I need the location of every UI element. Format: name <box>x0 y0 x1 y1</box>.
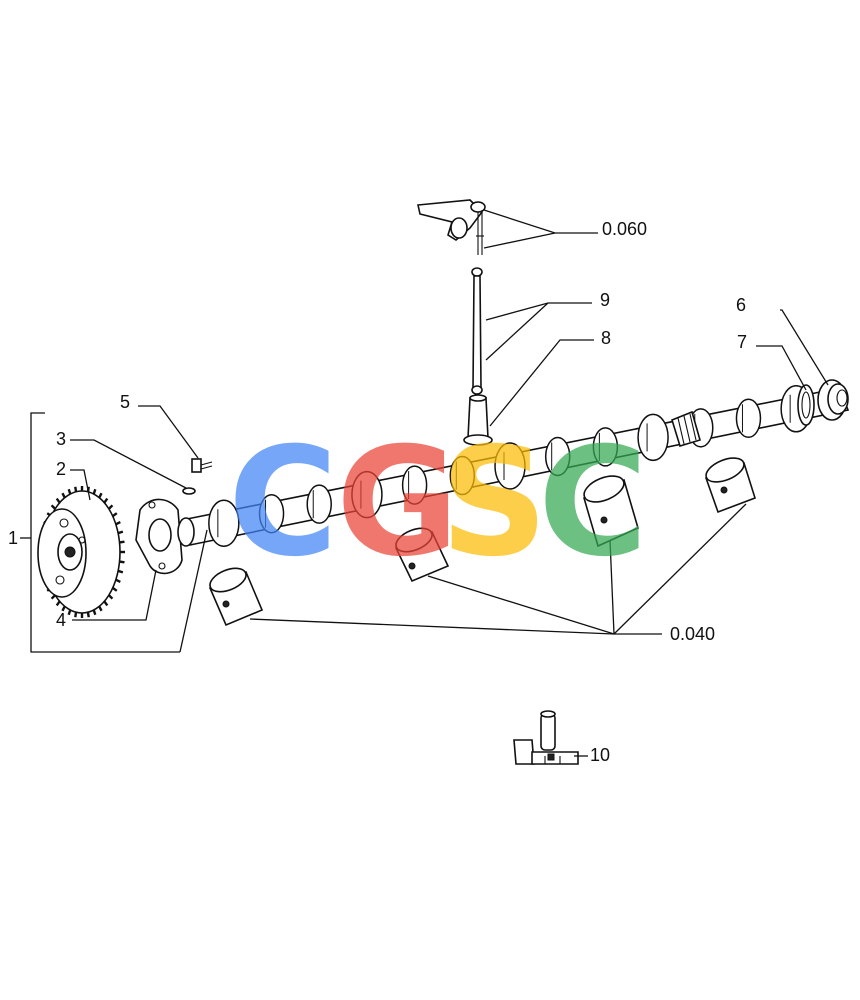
camshaft-lobe <box>306 484 332 524</box>
gear-tooth <box>50 504 56 510</box>
tool-part-10 <box>513 710 579 765</box>
gear-tooth <box>108 594 114 600</box>
label-0060: 0.060 <box>602 219 648 239</box>
label-9: 9 <box>600 290 611 310</box>
label-3: 3 <box>56 429 67 449</box>
bolt <box>191 458 213 473</box>
camshaft-lobe <box>544 436 571 477</box>
drive-gear <box>671 410 701 447</box>
bushing-1 <box>208 567 264 627</box>
label-7: 7 <box>737 332 748 352</box>
bushing-3 <box>583 475 639 548</box>
bushing-2 <box>394 527 450 583</box>
camshaft-journal <box>494 442 526 490</box>
leader-lines <box>70 209 829 757</box>
camshaft-lobe <box>735 398 762 439</box>
tappet <box>463 394 493 446</box>
label-1: 1 <box>8 528 19 548</box>
label-6: 6 <box>736 295 747 315</box>
camshaft-lobe <box>449 455 476 496</box>
woodruff-key <box>182 487 196 495</box>
camshaft-journal <box>208 499 240 547</box>
push-rod <box>471 267 483 395</box>
bushing-4 <box>704 457 756 514</box>
gear-tooth <box>108 504 114 510</box>
camshaft-lobe <box>258 493 285 534</box>
sealing-ring <box>797 384 815 426</box>
label-2: 2 <box>56 459 67 479</box>
camshaft-journal <box>351 470 383 519</box>
label-10: 10 <box>590 745 611 765</box>
timing-gear <box>37 486 125 618</box>
thrust-plate <box>135 498 183 575</box>
camshaft-lobe <box>592 427 619 467</box>
label-0040: 0.040 <box>670 624 716 644</box>
camshaft <box>177 379 850 547</box>
label-5: 5 <box>120 392 131 412</box>
camshaft-journal <box>637 413 669 462</box>
camshaft-lobe <box>401 465 428 505</box>
label-8: 8 <box>601 328 612 348</box>
label-4: 4 <box>56 610 67 630</box>
group-1-bracket <box>20 412 180 653</box>
rocker-arm <box>417 199 486 255</box>
